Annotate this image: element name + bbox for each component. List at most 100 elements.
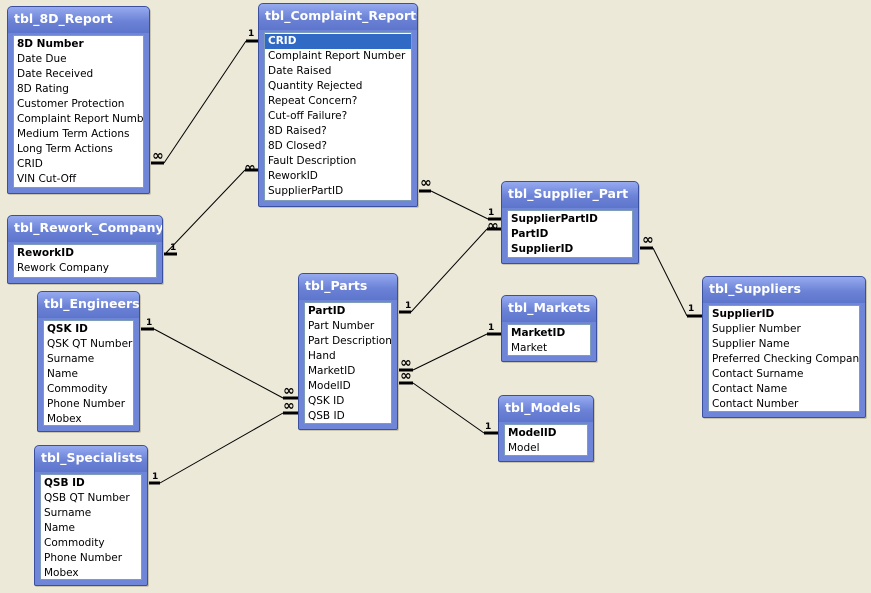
field-row[interactable]: SupplierID xyxy=(511,243,574,255)
field-row[interactable]: Market xyxy=(511,342,548,354)
field-row[interactable]: Contact Name xyxy=(712,383,788,395)
relationship-line[interactable] xyxy=(652,247,688,317)
table-title[interactable]: tbl_Specialists xyxy=(35,446,147,472)
field-row[interactable]: Fault Description xyxy=(268,155,357,167)
field-row[interactable]: Part Number xyxy=(308,320,375,332)
field-row[interactable]: Surname xyxy=(47,353,95,365)
table-title[interactable]: tbl_Supplier_Part xyxy=(502,182,638,208)
field-row[interactable]: QSB ID xyxy=(308,410,345,422)
relationship-line[interactable] xyxy=(159,412,284,484)
field-row[interactable]: PartID xyxy=(308,305,346,317)
cardinality-many-label: ∞ xyxy=(244,160,256,176)
field-row[interactable]: PartID xyxy=(511,228,549,240)
table-window-rework-company[interactable]: tbl_Rework_Company ReworkID Rework Compan… xyxy=(7,215,163,284)
relationship-line[interactable] xyxy=(153,328,284,399)
table-window-models[interactable]: tbl_Models ModelID Model xyxy=(498,395,594,462)
field-row[interactable]: Customer Protection xyxy=(17,98,125,110)
field-row[interactable]: 8D Rating xyxy=(17,83,69,95)
field-row[interactable]: 8D Number xyxy=(17,38,84,50)
cardinality-many-label: ∞ xyxy=(420,175,432,191)
field-row[interactable]: Medium Term Actions xyxy=(17,128,130,140)
relationship-line[interactable] xyxy=(410,228,488,313)
field-row[interactable]: CRID xyxy=(265,34,411,49)
field-row[interactable]: Contact Number xyxy=(712,398,799,410)
field-row[interactable]: Contact Surname xyxy=(712,368,804,380)
table-title[interactable]: tbl_Parts xyxy=(299,274,397,300)
cardinality-one-label: 1 xyxy=(170,243,176,253)
field-row[interactable]: Mobex xyxy=(44,567,79,579)
field-row[interactable]: Quantity Rejected xyxy=(268,80,363,92)
table-window-markets[interactable]: tbl_Markets MarketID Market xyxy=(501,295,597,362)
table-title[interactable]: tbl_8D_Report xyxy=(8,7,149,33)
field-row[interactable]: ModelID xyxy=(308,380,351,392)
field-row[interactable]: MarketID xyxy=(308,365,356,377)
field-row[interactable]: SupplierID xyxy=(712,308,775,320)
field-row[interactable]: Repeat Concern? xyxy=(268,95,358,107)
relationship-line[interactable] xyxy=(430,190,489,220)
relationship-line[interactable] xyxy=(412,382,485,434)
field-row[interactable]: 8D Closed? xyxy=(268,140,327,152)
field-row[interactable]: Date Raised xyxy=(268,65,332,77)
field-row[interactable]: ReworkID xyxy=(268,170,318,182)
field-row[interactable]: Cut-off Failure? xyxy=(268,110,348,122)
field-row[interactable]: QSB ID xyxy=(44,477,85,489)
field-row[interactable]: Name xyxy=(47,368,78,380)
field-row[interactable]: Date Received xyxy=(17,68,94,80)
field-row[interactable]: Complaint Report Number xyxy=(268,50,406,62)
cardinality-one-label: 1 xyxy=(146,318,152,328)
relationship-line[interactable] xyxy=(163,40,247,164)
field-row[interactable]: Preferred Checking Company xyxy=(712,353,860,365)
table-title[interactable]: tbl_Engineers xyxy=(38,292,139,318)
relationship-line[interactable] xyxy=(412,333,488,371)
field-row[interactable]: Date Due xyxy=(17,53,67,65)
table-title[interactable]: tbl_Suppliers xyxy=(703,277,865,303)
relationship-line[interactable] xyxy=(164,169,246,255)
field-row[interactable]: Supplier Number xyxy=(712,323,801,335)
cardinality-many-label: ∞ xyxy=(400,368,412,384)
field-row[interactable]: CRID xyxy=(17,158,43,170)
cardinality-one-label: 1 xyxy=(485,422,491,432)
field-row[interactable]: Name xyxy=(44,522,75,534)
field-row[interactable]: Long Term Actions xyxy=(17,143,113,155)
field-row[interactable]: ModelID xyxy=(508,427,557,439)
field-row[interactable]: Model xyxy=(508,442,540,454)
field-row[interactable]: SupplierPartID xyxy=(268,185,344,197)
field-row[interactable]: Mobex xyxy=(47,413,82,425)
field-row[interactable]: Complaint Report Number xyxy=(17,113,144,125)
field-row[interactable]: Hand xyxy=(308,350,336,362)
field-row[interactable]: Part Description xyxy=(308,335,392,347)
cardinality-many-label: ∞ xyxy=(400,355,412,371)
field-row[interactable]: Phone Number xyxy=(44,552,123,564)
field-row[interactable]: 8D Raised? xyxy=(268,125,327,137)
field-row[interactable]: MarketID xyxy=(511,327,566,339)
field-row[interactable]: Phone Number xyxy=(47,398,126,410)
table-title[interactable]: tbl_Markets xyxy=(502,296,596,322)
field-row[interactable]: QSK QT Number xyxy=(47,338,133,350)
table-title[interactable]: tbl_Rework_Company xyxy=(8,216,162,242)
field-row[interactable]: Surname xyxy=(44,507,92,519)
field-row[interactable]: Rework Company xyxy=(17,262,109,274)
field-row[interactable]: QSK ID xyxy=(308,395,345,407)
table-title[interactable]: tbl_Complaint_Reports xyxy=(259,4,417,30)
field-row[interactable]: QSB QT Number xyxy=(44,492,130,504)
cardinality-one-label: 1 xyxy=(488,208,494,218)
field-row[interactable]: Supplier Name xyxy=(712,338,790,350)
field-row[interactable]: SupplierPartID xyxy=(511,213,598,225)
field-row[interactable]: QSK ID xyxy=(47,323,88,335)
table-title[interactable]: tbl_Models xyxy=(499,396,593,422)
table-window-supplier-part[interactable]: tbl_Supplier_Part SupplierPartID PartID Su… xyxy=(501,181,639,264)
field-row[interactable]: ReworkID xyxy=(17,247,74,259)
field-row[interactable]: Commodity xyxy=(44,537,105,549)
field-row[interactable]: VIN Cut-Off xyxy=(17,173,77,185)
field-row[interactable]: Commodity xyxy=(47,383,108,395)
